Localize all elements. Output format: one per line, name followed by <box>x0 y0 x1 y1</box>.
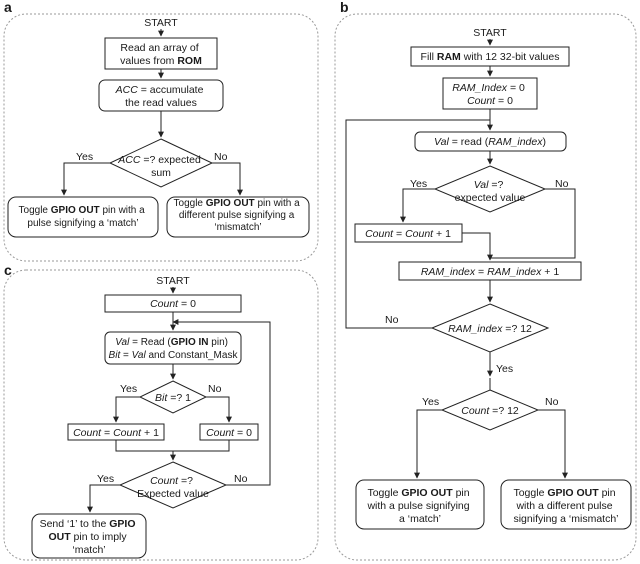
panel-b-yes1-label: Yes <box>410 178 427 190</box>
panel-b-mismatch-text: Toggle GPIO OUT pin with a different pul… <box>513 487 618 525</box>
panel-a-read-rom-box <box>104 37 218 70</box>
panel-b-yes3-label: Yes <box>422 396 439 408</box>
panel-b-fill-text: Fill RAM with 12 32-bit values <box>421 51 560 63</box>
panel-a-read-rom-text: Read an array of values from ROM <box>120 42 202 67</box>
panel-b-decision3-diamond <box>440 389 540 431</box>
panel-b-index-inc-text: RAM_index = RAM_index + 1 <box>421 266 559 278</box>
panel-a-decision-diamond <box>108 138 214 188</box>
panel-b-match-text: Toggle GPIO OUT pin with a pulse signify… <box>366 487 472 525</box>
panel-c-no1-label: No <box>208 383 222 395</box>
panel-a: a START Read an array of values from ROM… <box>3 0 319 262</box>
panel-a-start: START <box>144 17 178 29</box>
panel-c-count-reset-text: Count = 0 <box>206 427 252 439</box>
panel-b-yes2-label: Yes <box>496 363 513 375</box>
panel-b: b START Fill RAM with 12 32-bit values R… <box>334 0 637 561</box>
panel-b-init-box <box>442 77 538 110</box>
panel-a-mismatch-text: Toggle GPIO OUT pin with a different pul… <box>174 198 303 233</box>
panel-c-label: c <box>4 262 12 278</box>
panel-b-count-inc-text: Count = Count + 1 <box>365 228 451 240</box>
panel-c-count-inc-text: Count = Count + 1 <box>73 427 159 439</box>
panel-b-label: b <box>340 0 349 15</box>
panel-c-init-text: Count = 0 <box>150 298 196 310</box>
panel-c: c START Count = 0 Val = Read (GPIO IN pi… <box>3 262 319 561</box>
panel-c-no2-label: No <box>234 473 248 485</box>
panel-a-label: a <box>4 0 12 15</box>
panel-a-yes-label: Yes <box>76 151 93 163</box>
panel-b-init-text: RAM_Index = 0 Count = 0 <box>452 82 528 107</box>
panel-a-decision-text: ACC =? expected sum <box>117 154 204 179</box>
panel-a-acc-text: ACC = accumulate the read values <box>115 84 207 109</box>
panel-c-decision2-diamond <box>118 461 228 509</box>
panel-c-yes2-label: Yes <box>97 473 114 485</box>
panel-c-read-text: Val = Read (GPIO IN pin) Bit = Val and C… <box>109 337 239 361</box>
panel-b-match-box <box>355 479 485 530</box>
panel-b-no2-label: No <box>385 314 399 326</box>
panel-b-decision1-diamond <box>433 165 547 213</box>
panel-b-mismatch-box <box>500 479 632 530</box>
panel-c-send-box <box>31 513 147 559</box>
panel-a-match-text: Toggle GPIO OUT pin with a pulse signify… <box>19 205 148 229</box>
panel-c-decision1-text: Bit =? 1 <box>155 392 191 404</box>
panel-a-match-box <box>7 196 159 238</box>
panel-b-no3-label: No <box>545 396 559 408</box>
panel-b-decision2-text: RAM_index =? 12 <box>448 323 532 335</box>
panel-c-send-text: Send ‘1’ to the GPIO OUT pin to imply ‘m… <box>40 518 139 556</box>
panel-b-read-text: Val = read (RAM_index) <box>434 136 546 148</box>
panel-c-decision1-diamond <box>138 380 208 414</box>
panel-a-mismatch-box <box>166 196 310 238</box>
panel-b-start: START <box>473 27 507 39</box>
panel-b-no1-label: No <box>555 178 569 190</box>
panel-c-start: START <box>156 275 190 287</box>
panel-c-decision2-text: Count =? Expected value <box>137 475 209 500</box>
panel-a-no-label: No <box>214 151 228 163</box>
panel-b-decision1-text: Val =? expected value <box>455 179 526 204</box>
panel-b-decision3-text: Count =? 12 <box>461 405 519 417</box>
panel-c-yes1-label: Yes <box>120 383 137 395</box>
